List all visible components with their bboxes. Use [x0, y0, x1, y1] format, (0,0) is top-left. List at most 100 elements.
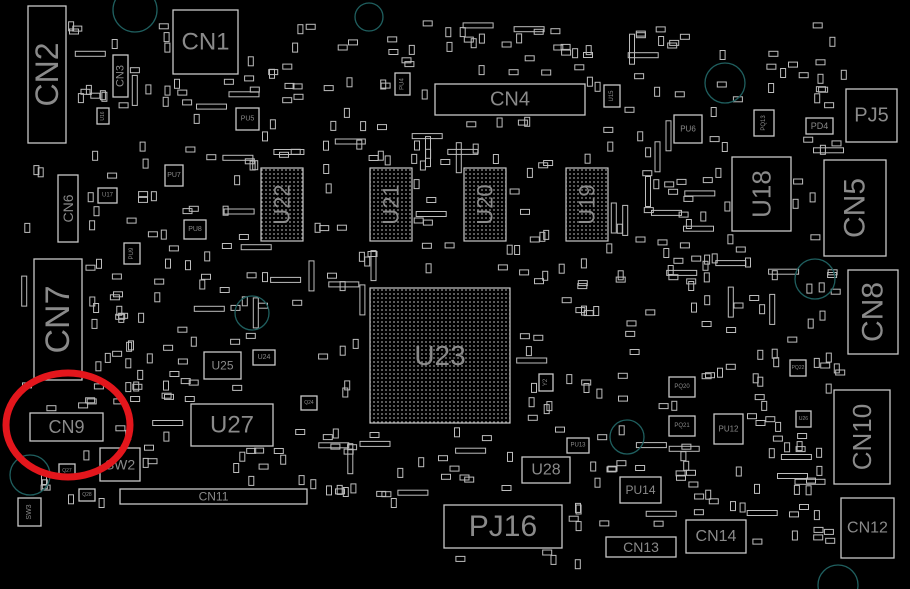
smd-pad — [147, 231, 158, 238]
smd-pad — [369, 432, 380, 438]
mounting-hole — [234, 295, 270, 331]
component-cn14: CN14 — [685, 519, 747, 554]
smd-pad — [719, 50, 726, 60]
smd-pad — [160, 229, 167, 240]
smd-pad — [168, 245, 179, 252]
smd-pad — [769, 293, 776, 325]
component-outline — [260, 167, 304, 242]
smd-pad — [240, 244, 272, 251]
smd-pad — [37, 167, 44, 178]
smd-pad — [733, 302, 744, 309]
smd-pad — [219, 287, 230, 293]
smd-pad — [152, 420, 184, 426]
component-label: PU9 — [129, 247, 135, 259]
smd-pad — [93, 206, 100, 217]
smd-pad — [93, 303, 100, 313]
smd-pad — [771, 270, 778, 281]
smd-pad — [85, 397, 96, 404]
smd-pad — [364, 256, 371, 267]
smd-pad — [455, 555, 466, 562]
smd-pad — [542, 549, 553, 556]
smd-pad — [342, 487, 349, 497]
smd-pad — [823, 528, 834, 535]
component-label: U20 — [473, 184, 498, 224]
smd-pad — [688, 281, 695, 291]
smd-pad — [561, 49, 572, 56]
component-outline — [252, 349, 276, 366]
smd-pad — [508, 69, 519, 76]
smd-pad — [112, 350, 123, 357]
smd-pad — [526, 167, 533, 178]
component-label: PU13 — [570, 443, 586, 449]
smd-pad — [93, 383, 104, 390]
component-pu9: PU9 — [123, 242, 141, 265]
smd-pad — [715, 260, 747, 267]
smd-pad — [615, 276, 626, 283]
smd-pad — [597, 434, 608, 441]
component-cn7: CN7 — [33, 258, 83, 381]
smd-pad — [196, 103, 227, 110]
smd-pad — [270, 276, 302, 283]
smd-pad — [645, 309, 656, 316]
component-outline — [434, 83, 586, 116]
smd-pad — [680, 451, 687, 462]
smd-pad — [772, 435, 783, 442]
smd-pad — [154, 278, 165, 285]
smd-pad — [529, 236, 540, 243]
smd-pad — [825, 537, 836, 544]
smd-pad — [142, 457, 149, 468]
component-label: PU7 — [167, 172, 181, 179]
smd-pad — [586, 76, 593, 87]
smd-pad — [24, 222, 31, 233]
smd-pad — [344, 380, 351, 391]
smd-pad — [616, 223, 623, 234]
smd-pad — [514, 245, 521, 255]
smd-pad — [747, 413, 757, 420]
smd-pad — [101, 91, 108, 102]
smd-pad — [144, 444, 154, 451]
component-u21: U21 — [369, 167, 413, 242]
smd-pad — [717, 367, 723, 378]
smd-pad — [325, 183, 332, 194]
smd-pad — [248, 475, 255, 486]
component-outline — [673, 114, 703, 144]
smd-pad — [444, 242, 455, 249]
smd-pad — [685, 219, 692, 229]
smd-pad — [637, 131, 644, 142]
smd-pad — [765, 416, 776, 423]
smd-pad — [796, 441, 803, 452]
smd-pad — [390, 498, 397, 508]
smd-pad — [21, 275, 28, 307]
smd-pad — [624, 106, 635, 113]
smd-pad — [459, 474, 470, 481]
smd-pad — [732, 96, 743, 103]
smd-pad — [98, 498, 105, 508]
smd-pad — [80, 88, 91, 95]
smd-pad — [501, 485, 512, 491]
component-outline — [78, 488, 96, 502]
smd-pad — [258, 463, 269, 470]
smd-pad — [818, 282, 825, 293]
smd-pad — [635, 236, 646, 243]
smd-pad — [252, 160, 259, 171]
smd-pad — [683, 195, 694, 202]
smd-pad — [182, 99, 193, 106]
component-cn4: CN4 — [434, 83, 586, 116]
smd-pad — [138, 191, 149, 198]
smd-pad — [768, 448, 775, 459]
smd-pad — [653, 179, 660, 190]
smd-pad — [343, 448, 354, 455]
smd-pad — [625, 330, 636, 337]
component-pq20: PQ20 — [668, 376, 696, 398]
smd-pad — [825, 352, 832, 363]
component-cn3: CN3 — [112, 54, 129, 98]
smd-pad — [768, 50, 779, 57]
smd-pad — [125, 382, 132, 393]
smd-pad — [292, 83, 303, 90]
smd-pad — [653, 520, 664, 527]
component-label: U19 — [575, 184, 600, 224]
component-label: CN2 — [29, 42, 65, 106]
smd-pad — [671, 400, 678, 411]
component-pu7: PU7 — [164, 164, 184, 187]
smd-pad — [126, 217, 137, 224]
